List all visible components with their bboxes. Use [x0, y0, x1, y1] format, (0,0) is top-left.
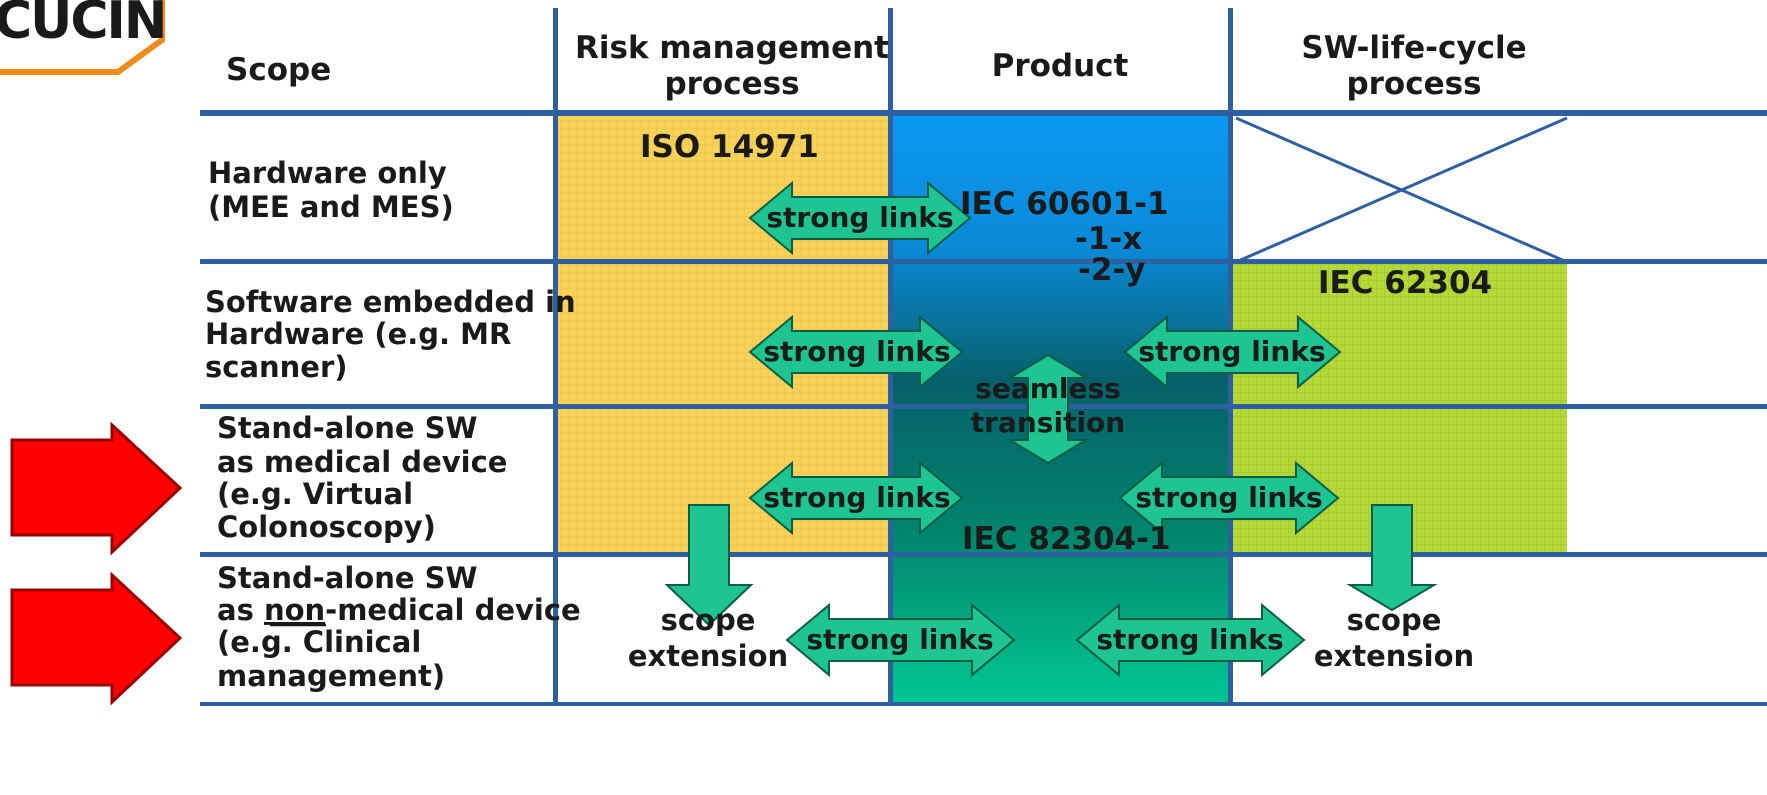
- strong-links-text: strong links: [766, 201, 953, 234]
- header-risk-line1: Risk management: [575, 30, 889, 66]
- strong-links-arrow-nonmed-risk: [785, 602, 1016, 678]
- seamless-text: seamless: [975, 372, 1121, 405]
- label-iec-60601-2y: -2-y: [1078, 252, 1146, 288]
- header-risk-line2: process: [664, 66, 799, 102]
- transition-text: transition: [971, 406, 1125, 439]
- logo-text: CUCIN: [0, 0, 165, 51]
- label-iec-62304: IEC 62304: [1318, 265, 1492, 301]
- standards-labels: ISO 14971 IEC 60601-1 -1-x -2-y IEC 6230…: [640, 129, 1492, 557]
- row-standalone-medical-line2: as medical device: [217, 445, 507, 479]
- row-standalone-nonmedical-line1: Stand-alone SW: [217, 561, 477, 595]
- row-hardware-line2: (MEE and MES): [208, 190, 454, 224]
- strong-links-arrow-emb-sw: [1123, 314, 1342, 390]
- header-scope: Scope: [226, 52, 331, 88]
- arrow-labels: strong links strong links strong links s…: [628, 201, 1474, 673]
- strong-links-text: strong links: [763, 335, 950, 368]
- scope-extension-arrow-left: [664, 504, 754, 627]
- label-iso-14971: ISO 14971: [640, 129, 819, 165]
- row-embedded-line2: Hardware (e.g. MR: [205, 317, 511, 351]
- row-hardware-line1: Hardware only: [208, 156, 447, 190]
- label-iec-60601-1x: -1-x: [1075, 221, 1142, 257]
- strong-links-arrow-med-sw: [1118, 460, 1340, 536]
- strong-links-arrow-hw-risk: [748, 180, 972, 256]
- row-standalone-medical-line4: Colonoscopy): [217, 510, 436, 544]
- extension-text-left: extension: [628, 639, 788, 673]
- row-embedded-line1: Software embedded in: [205, 285, 576, 319]
- row-embedded-line3: scanner): [205, 350, 348, 384]
- red-pointer-arrow-nonmedical: [10, 571, 183, 706]
- row-standalone-medical-line1: Stand-alone SW: [217, 411, 477, 445]
- table-header: Scope Risk management process Product SW…: [226, 30, 1527, 102]
- strong-links-arrow-med-risk: [748, 460, 964, 536]
- row-standalone-nonmedical-line4: management): [217, 659, 445, 693]
- extension-text-right: extension: [1314, 639, 1474, 673]
- row-standalone-nonmedical-line3: (e.g. Clinical: [217, 625, 421, 659]
- strong-links-arrows: [748, 180, 1342, 678]
- label-iec-82304-1: IEC 82304-1: [962, 521, 1171, 557]
- logo: CUCIN: [0, 0, 167, 75]
- strong-links-text: strong links: [1138, 335, 1325, 368]
- row-standalone-nonmedical-line2: as non-medical device: [217, 593, 581, 627]
- header-sw-line2: process: [1346, 66, 1481, 102]
- scope-text-right: scope: [1347, 603, 1442, 637]
- strong-links-text: strong links: [806, 623, 993, 656]
- red-pointer-arrow-medical: [10, 421, 183, 556]
- strong-links-text: strong links: [763, 481, 950, 514]
- header-sw-line1: SW-life-cycle: [1301, 30, 1526, 66]
- scope-text-left: scope: [661, 603, 756, 637]
- row-standalone-medical-line3: (e.g. Virtual: [217, 477, 413, 511]
- strong-links-arrow-nonmed-sw: [1075, 602, 1306, 678]
- not-applicable-cross: [1235, 116, 1568, 264]
- strong-links-text: strong links: [1096, 623, 1283, 656]
- label-iec-60601-1: IEC 60601-1: [960, 186, 1169, 222]
- strong-links-arrow-emb-risk: [748, 314, 964, 390]
- row-labels: Hardware only (MEE and MES) Software emb…: [205, 156, 581, 693]
- header-product: Product: [992, 48, 1129, 84]
- scope-extension-arrow-right: [1346, 504, 1438, 612]
- strong-links-text: strong links: [1135, 481, 1322, 514]
- seamless-transition-arrow: [1006, 353, 1090, 465]
